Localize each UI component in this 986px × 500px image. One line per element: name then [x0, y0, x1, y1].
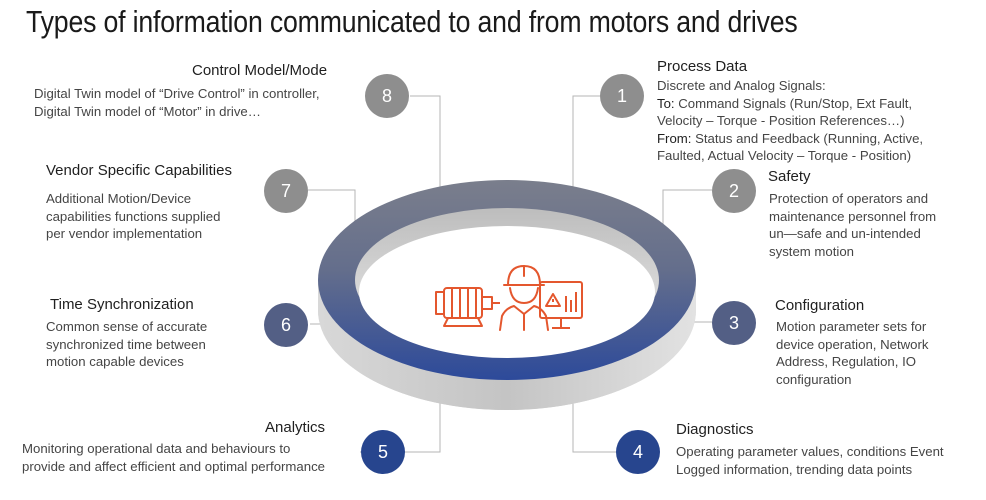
time-sync-line: motion capable devices	[46, 354, 184, 370]
safety-heading: Safety	[768, 168, 811, 185]
control-model-description: Digital Twin model of “Drive Control” in…	[34, 85, 320, 120]
process-data-line: Velocity – Torque - Position References……	[657, 113, 905, 129]
warning-monitor-icon	[539, 281, 583, 329]
connector-1	[572, 95, 600, 210]
motor-icon	[435, 287, 500, 327]
configuration-line: Motion parameter sets for	[776, 319, 927, 334]
analytics-heading: Analytics	[265, 419, 326, 436]
diagnostics-line: Operating parameter values, conditions E…	[676, 444, 944, 459]
step-1-badge: 1	[600, 74, 644, 118]
process-data-line: Faulted, Actual Velocity – Torque - Posi…	[657, 148, 912, 164]
safety-line: system motion	[769, 243, 855, 259]
process-data-heading: Process Data	[657, 58, 748, 75]
vendor-capabilities-description: Additional Motion/Device capabilities fu…	[46, 190, 220, 243]
diagnostics-description: Operating parameter values, conditions E…	[676, 443, 944, 478]
configuration-heading: Configuration	[775, 297, 865, 314]
analytics-description: Monitoring operational data and behaviou…	[22, 440, 325, 475]
safety-description: Protection of operators and maintenance …	[769, 190, 936, 260]
time-sync-heading: Time Synchronization	[50, 296, 194, 313]
from-label: From:	[657, 130, 692, 146]
safety-line: Protection of operators and	[769, 191, 929, 206]
process-data-line: Discrete and Analog Signals:	[657, 78, 826, 93]
vendor-capabilities-heading: Vendor Specific Capabilities	[46, 162, 232, 179]
ring-inner-floor	[359, 226, 655, 358]
step-6-badge: 6	[264, 303, 308, 347]
to-label: To:	[657, 95, 675, 111]
step-3-badge: 3	[712, 301, 756, 345]
step-2-badge: 2	[712, 169, 756, 213]
step-7-badge: 7	[264, 169, 308, 213]
analytics-line: provide and affect efficient and optimal…	[22, 458, 326, 474]
configuration-description: Motion parameter sets for device operati…	[776, 318, 928, 388]
process-data-line: From: Status and Feedback (Running, Acti…	[657, 130, 923, 148]
control-model-line: Digital Twin model of “Motor” in drive…	[34, 103, 261, 119]
step-5-badge: 5	[361, 430, 405, 474]
connector-2	[662, 189, 712, 240]
from-text: Status and Feedback (Running, Active,	[691, 130, 924, 146]
analytics-line: Monitoring operational data and behaviou…	[22, 441, 291, 456]
safety-line: un—safe and un-intended	[769, 226, 921, 242]
control-model-heading: Control Model/Mode	[192, 62, 328, 79]
configuration-line: Address, Regulation, IO	[776, 354, 917, 370]
time-sync-line: synchronized time between	[46, 336, 206, 352]
connector-4	[572, 390, 616, 453]
process-data-description: Discrete and Analog Signals: To: Command…	[657, 77, 923, 165]
time-sync-description: Common sense of accurate synchronized ti…	[46, 318, 207, 371]
process-data-line: To: Command Signals (Run/Stop, Ext Fault…	[657, 95, 923, 113]
page-title: Types of information communicated to and…	[26, 4, 798, 39]
vendor-capabilities-line: capabilities functions supplied	[46, 208, 221, 224]
to-text: Command Signals (Run/Stop, Ext Fault,	[674, 95, 913, 111]
diagnostics-heading: Diagnostics	[676, 421, 754, 438]
diagnostics-line: Logged information, trending data points	[676, 461, 913, 477]
connector-8	[410, 95, 441, 210]
vendor-capabilities-line: per vendor implementation	[46, 226, 203, 242]
step-8-badge: 8	[365, 74, 409, 118]
configuration-line: device operation, Network	[776, 336, 929, 352]
time-sync-line: Common sense of accurate	[46, 319, 208, 334]
step-4-badge: 4	[616, 430, 660, 474]
vendor-capabilities-line: Additional Motion/Device	[46, 191, 192, 206]
control-model-line: Digital Twin model of “Drive Control” in…	[34, 86, 320, 101]
worker-hardhat-icon	[499, 265, 549, 331]
safety-line: maintenance personnel from	[769, 208, 937, 224]
configuration-line: configuration	[776, 371, 852, 387]
